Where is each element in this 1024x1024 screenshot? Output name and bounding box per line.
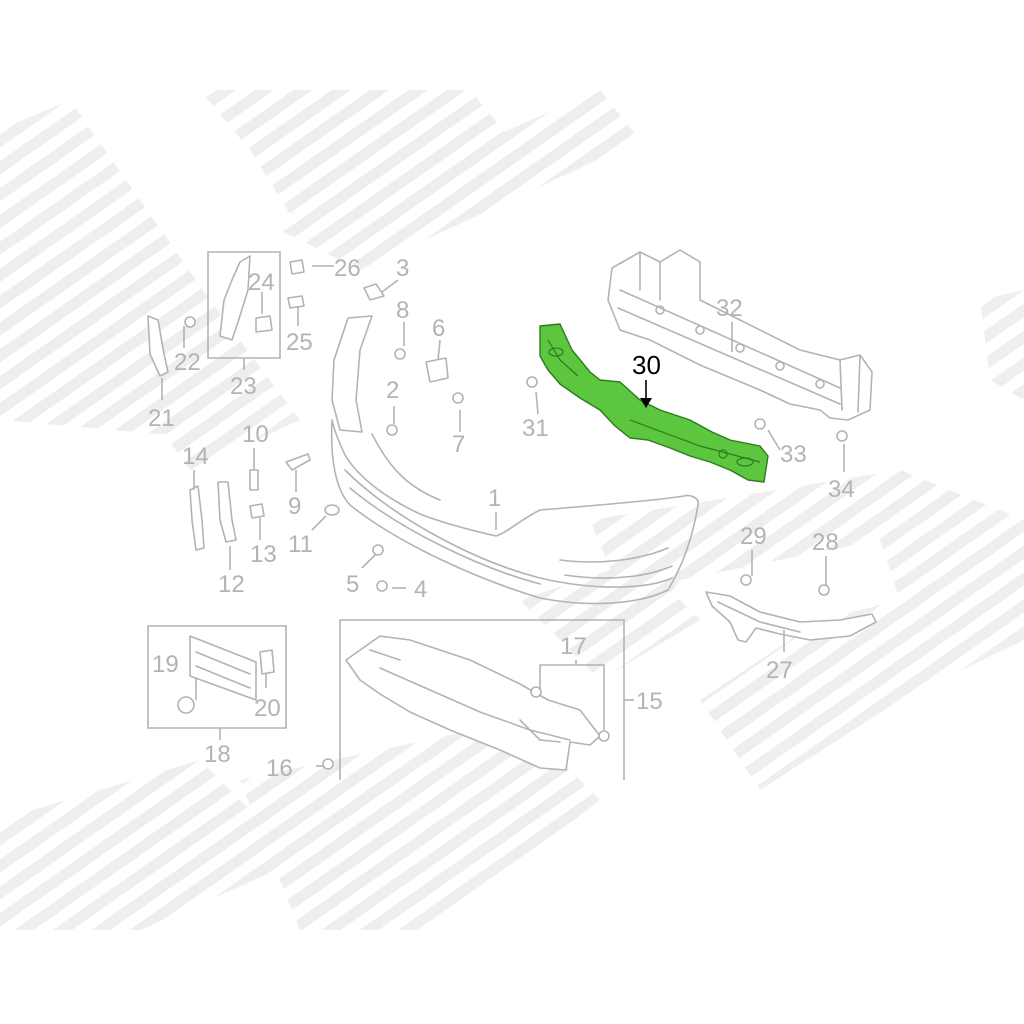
callout-22: 22 xyxy=(174,349,201,376)
callout-14: 14 xyxy=(182,443,209,470)
small-parts xyxy=(147,259,848,770)
group-box-18 xyxy=(147,625,287,740)
callout-30: 30 xyxy=(632,350,661,380)
callout-13: 13 xyxy=(250,541,277,568)
callout-11: 11 xyxy=(288,531,313,558)
reinforcement-beam xyxy=(607,249,873,421)
callout-7: 7 xyxy=(452,431,465,458)
callout-20: 20 xyxy=(254,695,281,722)
watermark-logo xyxy=(0,90,1024,930)
callout-23: 23 xyxy=(230,373,257,400)
callout-28: 28 xyxy=(812,529,839,556)
callout-1: 1 xyxy=(488,485,501,512)
callout-18: 18 xyxy=(204,741,231,768)
callout-15: 15 xyxy=(636,688,663,715)
callout-6: 6 xyxy=(432,315,445,342)
callout-32: 32 xyxy=(716,295,743,322)
callout-25: 25 xyxy=(286,329,313,356)
callout-5: 5 xyxy=(346,571,359,598)
leader-lines xyxy=(161,265,845,767)
callout-24: 24 xyxy=(248,269,275,296)
side-support-23 xyxy=(219,255,273,341)
callout-12: 12 xyxy=(218,571,245,598)
callout-9: 9 xyxy=(288,493,301,520)
callout-3: 3 xyxy=(396,255,409,282)
side-bracket-27 xyxy=(705,591,877,643)
callout-4: 4 xyxy=(414,576,427,603)
callout-33: 33 xyxy=(780,441,807,468)
under-cover xyxy=(345,635,601,771)
callout-10: 10 xyxy=(242,421,269,448)
group-box-15 xyxy=(339,619,634,780)
callout-34: 34 xyxy=(828,476,855,503)
callout-21: 21 xyxy=(148,405,175,432)
bumper-cover xyxy=(330,315,700,605)
callout-26: 26 xyxy=(334,255,361,282)
callout-2: 2 xyxy=(386,377,399,404)
callout-17: 17 xyxy=(560,633,587,660)
callout-16: 16 xyxy=(266,755,293,782)
group-box-23 xyxy=(207,251,281,370)
callout-8: 8 xyxy=(396,297,409,324)
callout-31: 31 xyxy=(522,415,549,442)
callout-labels: 1 2 3 4 5 6 7 8 9 10 11 12 13 14 15 16 1… xyxy=(148,255,855,782)
license-bracket xyxy=(177,635,275,714)
callout-19: 19 xyxy=(152,651,179,678)
callout-27: 27 xyxy=(766,657,793,684)
energy-absorber-highlighted xyxy=(539,323,769,483)
callout-29: 29 xyxy=(740,523,767,550)
